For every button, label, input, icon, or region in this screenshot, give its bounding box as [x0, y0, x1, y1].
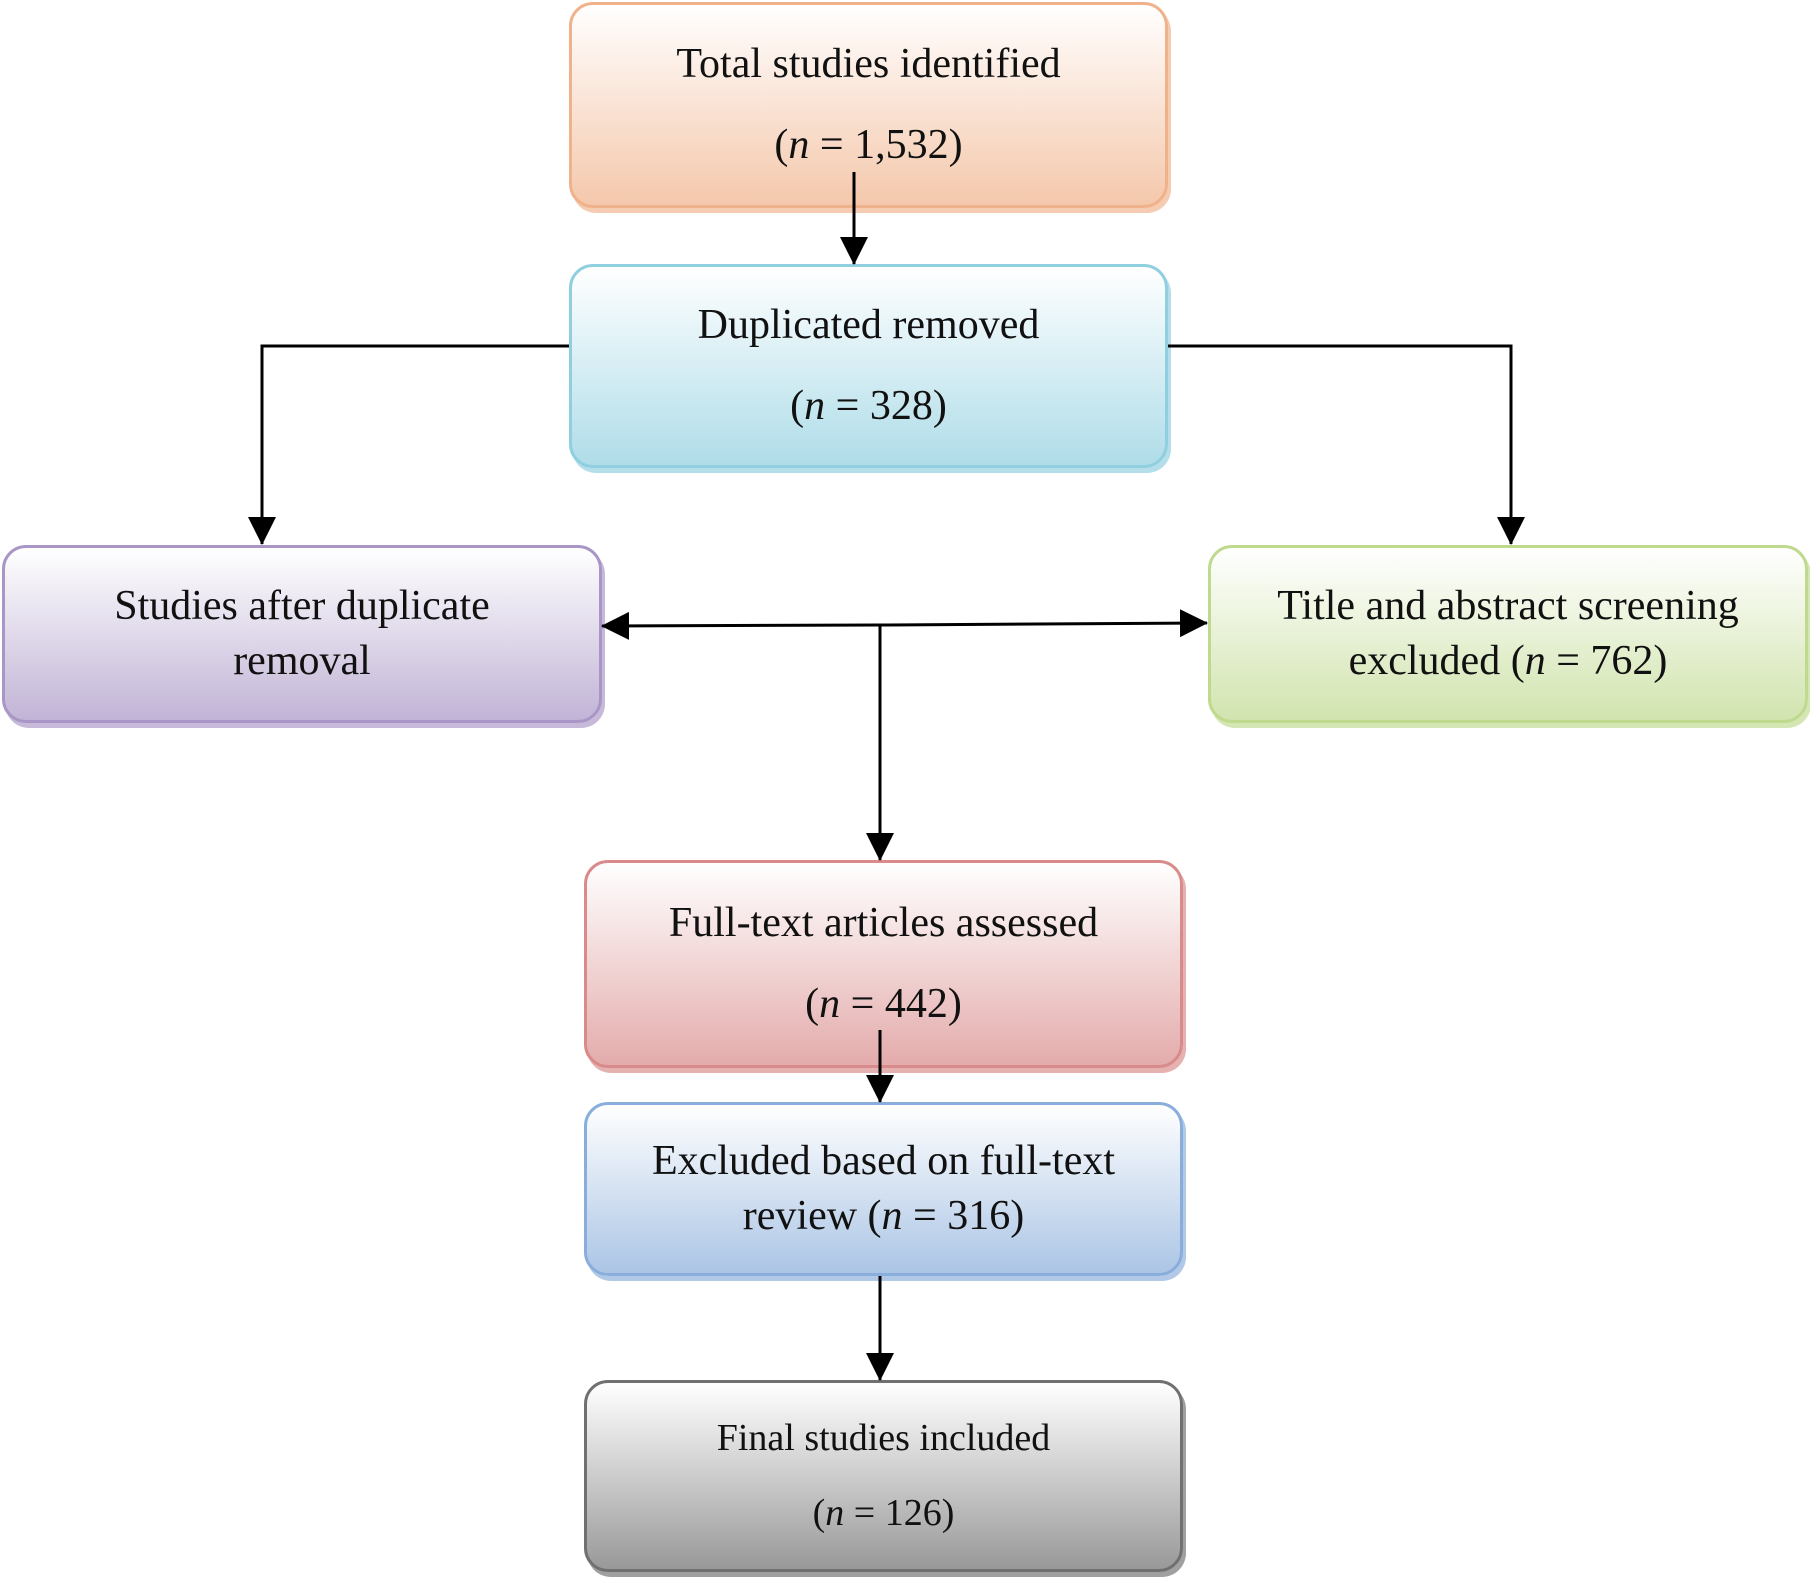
duplicated-removed-count: (n = 328)	[790, 383, 947, 429]
final-studies-count: (n = 126)	[812, 1492, 955, 1534]
arrow-duplicated-to-title	[1168, 344, 1525, 545]
title-abstract-screening-box: Title and abstract screening excluded (n…	[1208, 545, 1808, 723]
total-studies-label: Total studies identified	[676, 41, 1061, 88]
total-studies-box: Total studies identified (n = 1,532)	[569, 2, 1168, 208]
full-text-assessed-count: (n = 442)	[805, 981, 962, 1027]
arrow-duplicated-to-after	[248, 344, 569, 545]
full-text-assessed-label: Full-text articles assessed	[668, 900, 1099, 947]
arrow-center-to-after	[601, 611, 881, 640]
excluded-full-text-line1: Excluded based on full-text	[651, 1138, 1116, 1185]
duplicated-removed-label: Duplicated removed	[697, 302, 1040, 349]
title-abstract-line2: excluded (n = 762)	[1348, 638, 1668, 684]
studies-after-line1: Studies after duplicate	[114, 583, 490, 630]
excluded-full-text-box: Excluded based on full-text review (n = …	[584, 1102, 1183, 1276]
full-text-assessed-box: Full-text articles assessed (n = 442)	[584, 860, 1183, 1068]
final-studies-box: Final studies included (n = 126)	[584, 1380, 1183, 1572]
studies-after-line2: removal	[233, 638, 371, 684]
final-studies-label: Final studies included	[716, 1416, 1051, 1459]
excluded-full-text-line2: review (n = 316)	[742, 1193, 1025, 1239]
arrow-center-to-title	[879, 609, 1208, 638]
total-studies-count: (n = 1,532)	[774, 122, 963, 168]
title-abstract-line1: Title and abstract screening	[1277, 583, 1739, 630]
duplicated-removed-box: Duplicated removed (n = 328)	[569, 264, 1168, 468]
studies-after-duplicate-removal-box: Studies after duplicate removal	[2, 545, 602, 723]
